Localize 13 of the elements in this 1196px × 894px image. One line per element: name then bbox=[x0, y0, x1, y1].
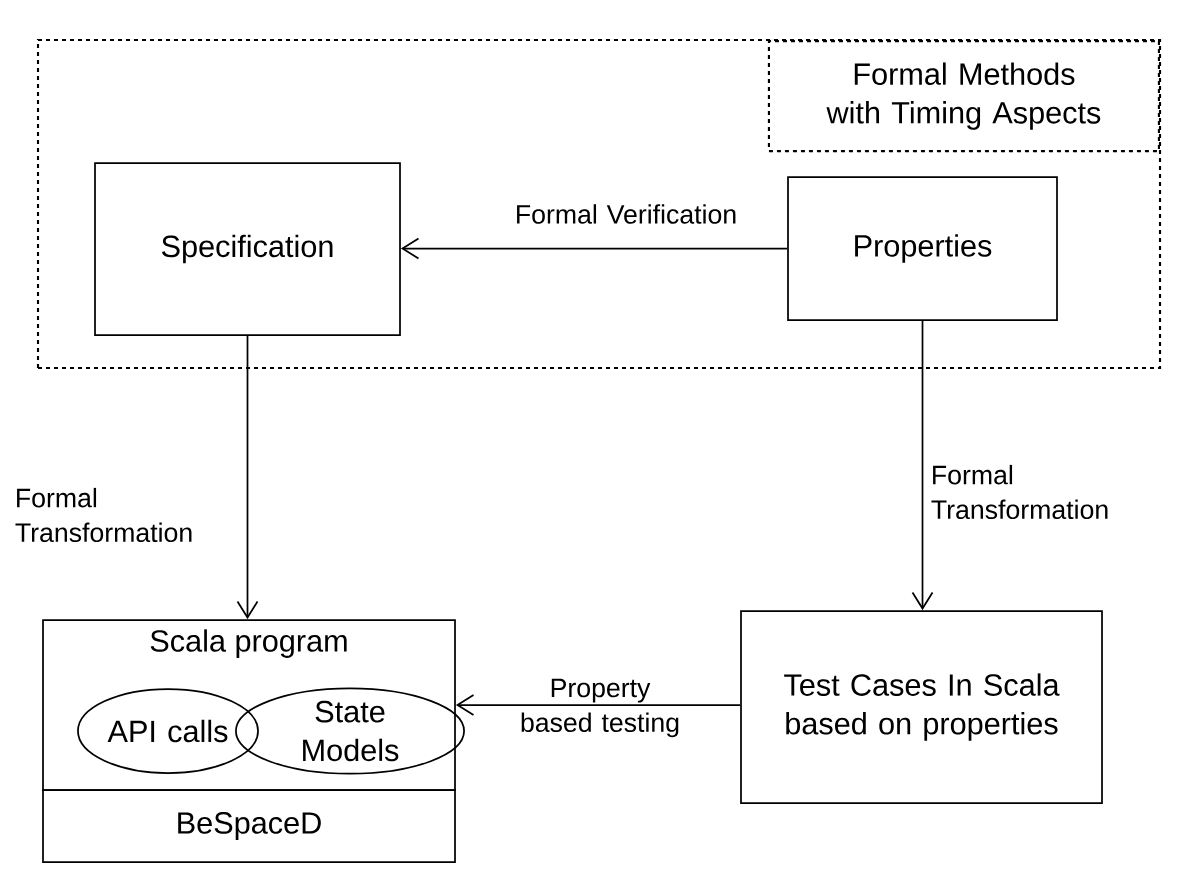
process-box: Specification bbox=[94, 162, 401, 336]
edge-label: Property based testing bbox=[521, 678, 679, 738]
process-box: Test Cases In Scala based on properties bbox=[740, 610, 1103, 804]
arrow bbox=[236, 335, 259, 620]
edge-label: Formal Transformation bbox=[15, 487, 192, 543]
arrow bbox=[455, 694, 741, 716]
heading-box: Formal Methods with Timing Aspects bbox=[767, 40, 1160, 153]
process-box: Properties bbox=[787, 176, 1058, 321]
arrow bbox=[400, 237, 788, 260]
process-box: BeSpaceD bbox=[42, 789, 456, 863]
edge-label: Formal Transformation bbox=[931, 464, 1108, 520]
arrow bbox=[911, 320, 934, 611]
edge-label: Formal Verification bbox=[517, 204, 736, 224]
